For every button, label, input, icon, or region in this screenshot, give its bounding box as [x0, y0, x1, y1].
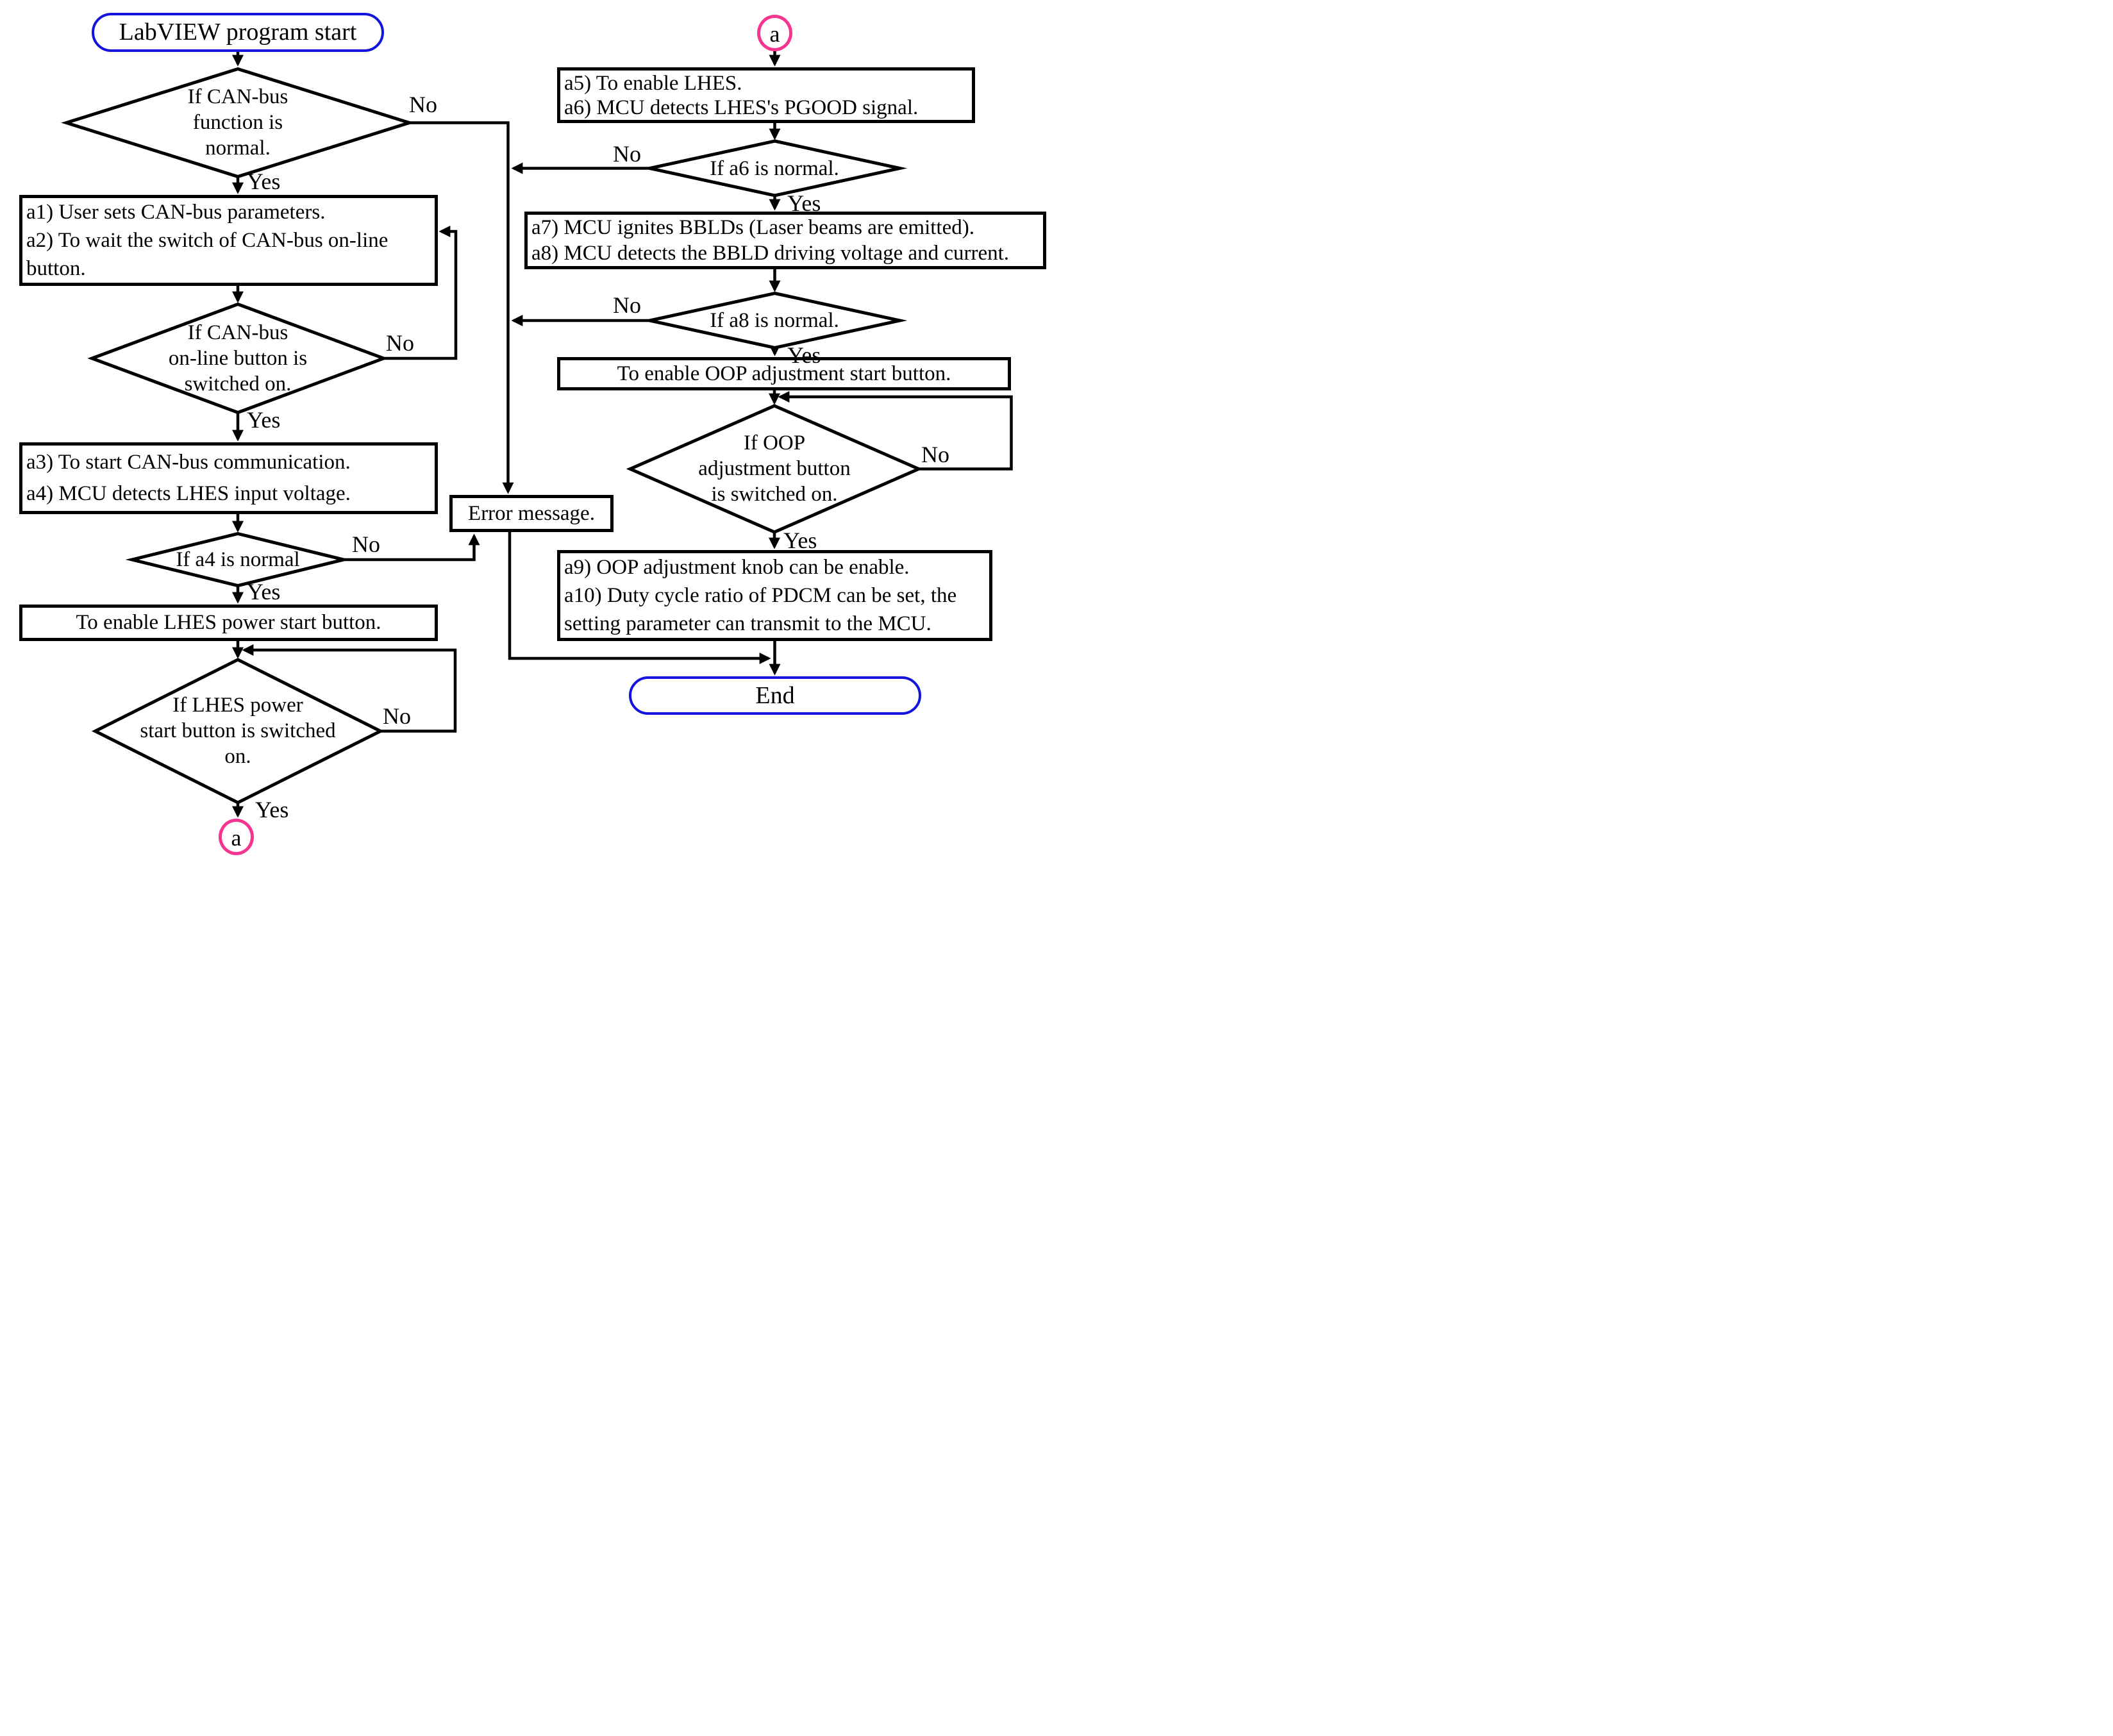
- process-a3-a4: a3) To start CAN-bus communication. a4) …: [19, 442, 438, 514]
- label-yes-d6: Yes: [787, 342, 821, 368]
- process-a7-a8-line2: a8) MCU detects the BBLD driving voltage…: [531, 242, 1010, 265]
- process-a5-a6-line2: a6) MCU detects LHES's PGOOD signal.: [564, 96, 919, 119]
- process-a7-a8: a7) MCU ignites BBLDs (Laser beams are e…: [524, 212, 1046, 269]
- label-no-d6: No: [613, 292, 641, 318]
- process-enable-lhes-power-label: To enable LHES power start button.: [76, 611, 381, 634]
- flowchart-canvas: LabVIEW program start End a a a1) User s…: [0, 0, 1056, 868]
- label-no-d3: No: [352, 531, 380, 557]
- edge-d2-no-loop: [383, 226, 458, 360]
- start-terminator: LabVIEW program start: [92, 13, 384, 52]
- process-error-message: Error message.: [449, 495, 614, 532]
- diamond-oop-button-shape: [626, 404, 923, 534]
- edge-d1-no-error: [409, 121, 514, 494]
- label-yes-d4: Yes: [255, 797, 289, 822]
- diamond-power-button-shape: [91, 658, 385, 805]
- connector-a-bottom: a: [219, 819, 254, 855]
- end-terminator: End: [629, 676, 921, 715]
- label-yes-d3: Yes: [247, 579, 281, 605]
- label-no-d1: No: [409, 92, 437, 117]
- label-yes-d2: Yes: [247, 407, 281, 433]
- process-a9-a10: a9) OOP adjustment knob can be enable. a…: [557, 550, 992, 641]
- process-enable-oop-label: To enable OOP adjustment start button.: [617, 362, 951, 385]
- label-yes-d7: Yes: [783, 528, 817, 553]
- label-no-d4: No: [383, 703, 411, 729]
- diamond-a8-normal-text: If a8 is normal.: [710, 309, 839, 332]
- edge-d3-no-error: [344, 533, 480, 562]
- diamond-a8-normal-shape: [642, 291, 908, 350]
- process-a3-a4-line1: a3) To start CAN-bus communication.: [26, 451, 351, 474]
- label-yes-d5: Yes: [787, 190, 821, 216]
- edge-error-end: [508, 532, 771, 664]
- process-a9-a10-line1: a9) OOP adjustment knob can be enable.: [564, 556, 910, 579]
- start-label: LabVIEW program start: [119, 19, 357, 46]
- process-a7-a8-line1: a7) MCU ignites BBLDs (Laser beams are e…: [531, 216, 974, 239]
- diamond-online-button-text: If CAN-bus on-line button is switched on…: [168, 321, 308, 396]
- process-a9-a10-line3: setting parameter can transmit to the MC…: [564, 612, 931, 635]
- label-yes-d1: Yes: [247, 169, 281, 194]
- process-a1-a2-line1: a1) User sets CAN-bus parameters.: [26, 201, 326, 224]
- diamond-a4-normal-text: If a4 is normal: [176, 548, 300, 571]
- diamond-power-button-text: If LHES power start button is switched o…: [140, 694, 336, 768]
- connector-a-top: a: [757, 15, 792, 51]
- process-enable-oop: To enable OOP adjustment start button.: [557, 357, 1011, 390]
- connector-a-top-label: a: [769, 21, 780, 47]
- label-no-d2: No: [386, 330, 414, 356]
- end-label: End: [755, 682, 795, 709]
- connector-lines: [61, 51, 1013, 818]
- label-no-d5: No: [613, 141, 641, 167]
- edge-d4-no-loop: [242, 644, 457, 733]
- process-a3-a4-line2: a4) MCU detects LHES input voltage.: [26, 482, 351, 505]
- diamond-a6-normal-text: If a6 is normal.: [710, 157, 839, 180]
- process-error-message-label: Error message.: [468, 502, 595, 525]
- diamond-online-button-shape: [87, 302, 388, 415]
- process-a9-a10-line2: a10) Duty cycle ratio of PDCM can be set…: [564, 584, 957, 607]
- process-a5-a6-line1: a5) To enable LHES.: [564, 72, 742, 95]
- connector-a-bottom-label: a: [231, 825, 242, 851]
- edge-d7-no-loop: [778, 391, 1013, 471]
- process-a1-a2: a1) User sets CAN-bus parameters. a2) To…: [19, 195, 438, 286]
- diamond-oop-button-text: If OOP adjustment button is switched on.: [698, 431, 851, 506]
- diamond-canbus-normal-text: If CAN-bus function is normal.: [187, 85, 288, 160]
- diamond-a6-normal-shape: [642, 139, 908, 197]
- label-no-d7: No: [921, 442, 949, 467]
- process-a1-a2-line2: a2) To wait the switch of CAN-bus on-lin…: [26, 229, 388, 252]
- diamond-a4-normal-shape: [125, 531, 351, 588]
- diamond-canbus-normal-shape: [61, 67, 415, 179]
- process-a1-a2-line3: button.: [26, 257, 86, 280]
- process-enable-lhes-power: To enable LHES power start button.: [19, 605, 438, 641]
- process-a5-a6: a5) To enable LHES. a6) MCU detects LHES…: [557, 67, 975, 123]
